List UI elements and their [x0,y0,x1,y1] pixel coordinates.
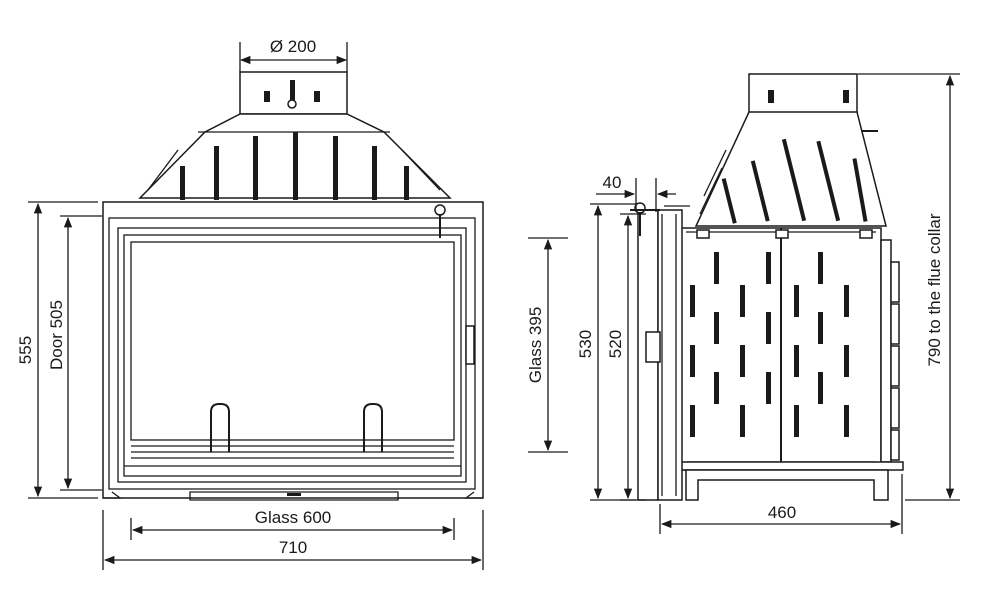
dimension-lines [28,42,960,570]
height-total-label: 555 [16,336,35,364]
flue-collar-height-label: 790 to the flue collar [925,213,944,366]
glass-height-label: Glass 395 [526,307,545,384]
side-door [630,202,690,501]
front-view [102,71,484,501]
side-view [630,73,904,501]
side-height-label: 530 [576,330,595,358]
glass-width-label: Glass 600 [255,508,332,527]
door-height-label: Door 505 [47,300,66,370]
dimension-labels: Ø 200 555 Door 505 Glass 600 710 40 Glas… [16,37,944,557]
door-depth-label: 40 [603,173,622,192]
depth-label: 460 [768,503,796,522]
front-body [102,201,484,499]
front-glass [130,241,455,441]
side-inner-height-label: 520 [606,330,625,358]
flue-diameter-label: Ø 200 [270,37,316,56]
side-vent-slots [690,252,849,437]
total-width-label: 710 [279,538,307,557]
